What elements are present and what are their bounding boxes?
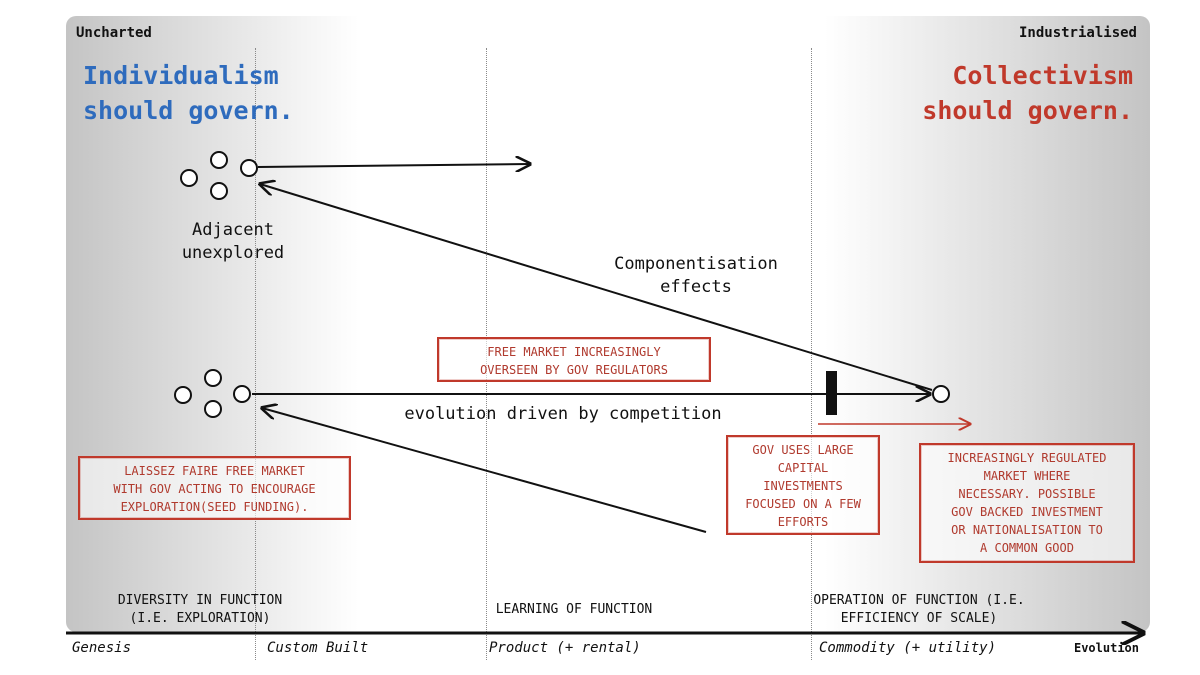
regulated-market-box: INCREASINGLY REGULATED MARKET WHERE NECE… — [919, 443, 1135, 563]
individualism-headline: Individualism should govern. — [83, 61, 294, 125]
circle-node-icon — [174, 386, 192, 404]
componentisation-label: Componentisation effects — [614, 254, 778, 297]
circle-node-icon — [180, 169, 198, 187]
collectivism-headline: Collectivism should govern. — [922, 61, 1133, 125]
stage-operation-label: OPERATION OF FUNCTION (I.E. EFFICIENCY O… — [813, 593, 1025, 626]
adjacent-unexplored-label: Adjacent unexplored — [181, 220, 285, 263]
return-arrow — [262, 408, 707, 533]
evolution-driven-label: evolution driven by competition — [404, 404, 722, 424]
axis-evolution-title: Evolution — [1073, 641, 1139, 655]
circle-node-icon — [240, 159, 258, 177]
componentisation-arrow — [260, 184, 933, 391]
axis-genesis-label: Genesis — [72, 640, 132, 656]
stage-divider-custom — [255, 48, 256, 660]
circle-node-icon — [210, 182, 228, 200]
stage-diversity-label: DIVERSITY IN FUNCTION (I.E. EXPLORATION) — [117, 593, 283, 626]
inertia-bar-icon — [826, 371, 837, 415]
circle-node-icon — [204, 400, 222, 418]
axis-commodity-label: Commodity (+ utility) — [819, 640, 997, 656]
free-market-box: FREE MARKET INCREASINGLY OVERSEEN BY GOV… — [437, 337, 711, 382]
uncharted-label: Uncharted — [76, 25, 152, 41]
laissez-faire-box: LAISSEZ FAIRE FREE MARKET WITH GOV ACTIN… — [78, 456, 351, 520]
circle-node-icon — [233, 385, 251, 403]
circle-node-icon — [932, 385, 950, 403]
circle-node-icon — [204, 369, 222, 387]
industrialised-label: Industrialised — [1018, 25, 1137, 41]
axis-product-label: Product (+ rental) — [489, 640, 641, 656]
stage-learning-label: LEARNING OF FUNCTION — [495, 602, 653, 617]
top-evolution-arrow — [257, 164, 530, 167]
gov-investment-box: GOV USES LARGE CAPITAL INVESTMENTS FOCUS… — [726, 435, 880, 535]
circle-node-icon — [210, 151, 228, 169]
axis-custom-label: Custom Built — [267, 640, 369, 656]
